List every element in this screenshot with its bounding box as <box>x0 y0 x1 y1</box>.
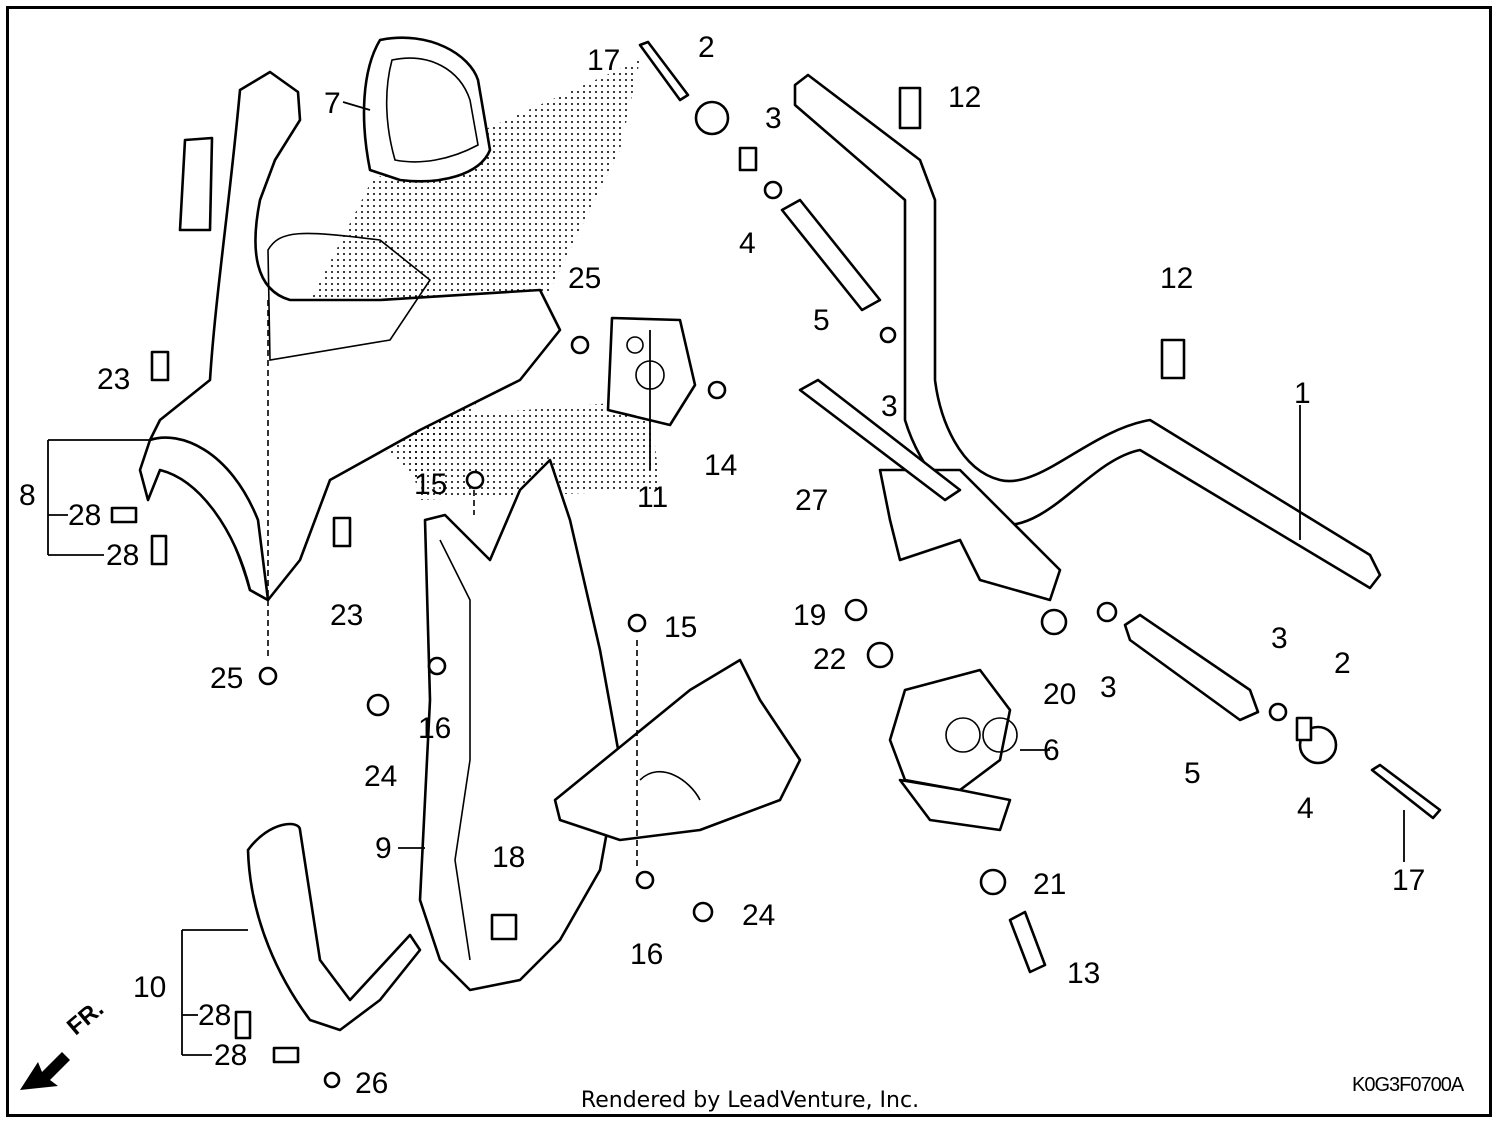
callout-17: 17 <box>1392 864 1425 897</box>
callout-25: 25 <box>568 262 601 295</box>
callout-17: 17 <box>587 44 620 77</box>
callout-3: 3 <box>1100 671 1117 704</box>
callout-26: 26 <box>355 1067 388 1100</box>
dotted-projection-lower <box>400 400 660 500</box>
callout-21: 21 <box>1033 868 1066 901</box>
callout-1: 1 <box>1294 377 1311 410</box>
callout-7: 7 <box>324 87 341 120</box>
callout-16: 16 <box>418 712 451 745</box>
diagram-code: K0G3F0700A <box>1352 1074 1464 1096</box>
callout-11: 11 <box>637 481 668 514</box>
part-glove-box <box>553 658 802 842</box>
callout-5: 5 <box>813 304 830 337</box>
callout-24: 24 <box>364 760 397 793</box>
callout-5: 5 <box>1184 757 1201 790</box>
callout-22: 22 <box>813 643 846 676</box>
callout-28: 28 <box>198 999 231 1032</box>
part-pipe-upper <box>780 198 882 312</box>
callout-23: 23 <box>330 599 363 632</box>
callout-3: 3 <box>765 102 782 135</box>
part-clip <box>490 913 518 941</box>
callout-12: 12 <box>1160 262 1193 295</box>
callout-9: 9 <box>375 832 392 865</box>
callout-4: 4 <box>739 227 756 260</box>
callout-2: 2 <box>698 31 715 64</box>
callout-19: 19 <box>793 599 826 632</box>
callout-2: 2 <box>1334 647 1351 680</box>
part-handlebar <box>793 73 1382 602</box>
callout-12: 12 <box>948 81 981 114</box>
callout-10: 10 <box>133 971 166 1004</box>
part-meter-visor <box>362 36 492 183</box>
callout-13: 13 <box>1067 957 1100 990</box>
callout-3: 3 <box>881 390 898 423</box>
fasteners <box>110 40 1442 1089</box>
callout-25: 25 <box>210 662 243 695</box>
diagram-frame <box>6 6 1492 1117</box>
callout-20: 20 <box>1043 678 1076 711</box>
part-inner-rear-cover <box>418 458 622 992</box>
callout-15: 15 <box>664 611 697 644</box>
callout-labels: 1 2 2 3 3 3 3 4 4 5 5 6 7 8 9 10 11 12 1… <box>19 31 1425 1100</box>
render-credit: Rendered by LeadVenture, Inc. <box>580 1088 920 1113</box>
part-handle-holder <box>888 668 1018 832</box>
callout-24: 24 <box>742 899 775 932</box>
callout-18: 18 <box>492 841 525 874</box>
part-cover-plate <box>606 316 697 427</box>
part-bolt-long <box>798 378 962 502</box>
callout-4: 4 <box>1297 792 1314 825</box>
callout-15: 15 <box>414 468 447 501</box>
part-front-inner-cover <box>138 70 562 602</box>
callout-8: 8 <box>19 479 36 512</box>
callout-27: 27 <box>795 484 828 517</box>
leader-lines <box>47 101 1405 1056</box>
callout-16: 16 <box>630 938 663 971</box>
front-direction-arrow-icon <box>20 1052 70 1090</box>
callout-6: 6 <box>1043 734 1060 767</box>
part-pipe-lower <box>1123 613 1260 722</box>
callout-28: 28 <box>106 539 139 572</box>
callout-28: 28 <box>214 1039 247 1072</box>
callout-23: 23 <box>97 363 130 396</box>
callout-14: 14 <box>704 449 737 482</box>
callout-28: 28 <box>68 499 101 532</box>
part-lower-front-cover <box>246 822 422 1032</box>
callout-3: 3 <box>1271 622 1288 655</box>
